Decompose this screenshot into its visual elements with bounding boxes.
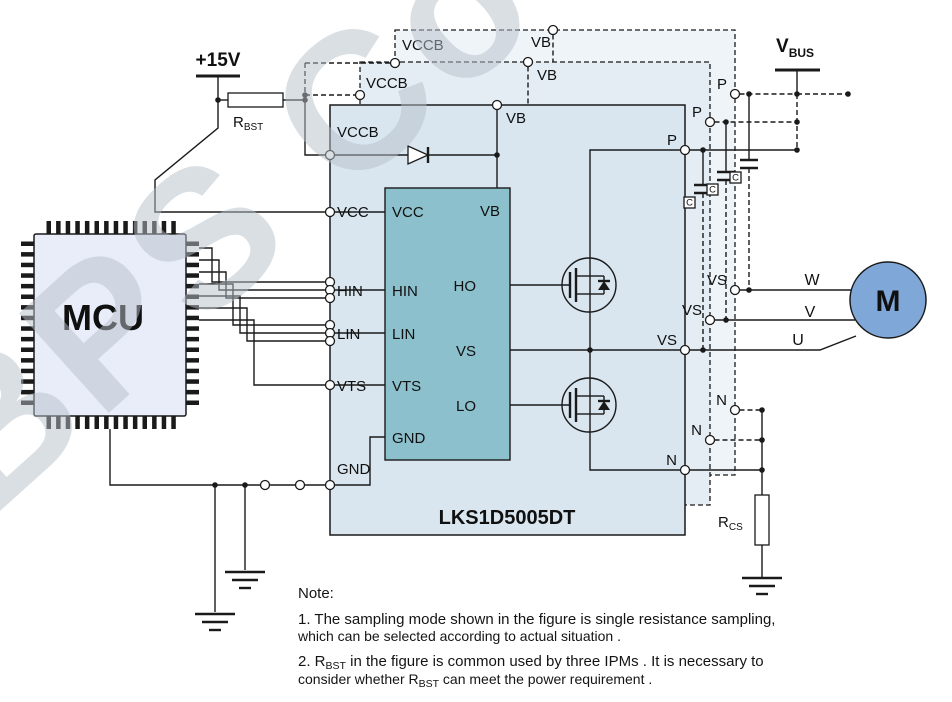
phase-label-w: W [804, 272, 820, 289]
rcs-resistor: RCS [718, 494, 770, 546]
pin-label-gnd-chip: GND [392, 430, 426, 447]
ground-symbol-rcs [742, 576, 782, 596]
pin-label-vs-front: VS [657, 332, 677, 349]
bootstrap-diode [407, 144, 430, 166]
gate-driver-chip [384, 187, 511, 461]
pin-label-vccb-front: VCCB [337, 124, 379, 141]
pin-label-vs-chip: VS [456, 343, 476, 360]
note-1-line-1: 1. The sampling mode shown in the figure… [298, 611, 775, 628]
high-side-mosfet [561, 257, 617, 313]
pin-terminals [259, 24, 741, 491]
junction-dots [212, 91, 851, 488]
pin-label-vccb-middle: VCCB [366, 75, 408, 92]
pin-label-lo: LO [456, 398, 476, 415]
pin-label-lin-block: LIN [337, 326, 360, 343]
cap-label: C [709, 185, 716, 196]
ground-symbol-left [195, 612, 235, 632]
pin-labels: VCCB VCCB VCCB VB VB VB VCC HIN LIN VTS … [337, 34, 727, 478]
pin-label-vcc-block: VCC [337, 204, 369, 221]
bootstrap-capacitor-outer: C [729, 158, 758, 184]
pin-label-vb-outer: VB [531, 34, 551, 51]
supply-vbus: VBUS [775, 36, 820, 72]
pin-label-vcc-chip: VCC [392, 204, 424, 221]
pin-label-vts-chip: VTS [392, 378, 421, 395]
mcu-chip: MCU [21, 221, 199, 429]
pin-label-vb-middle: VB [537, 67, 557, 84]
notes: Note: 1. The sampling mode shown in the … [297, 585, 775, 690]
supply-15v-label: +15V [196, 50, 241, 71]
part-number-label: LKS1D5005DT [439, 507, 576, 529]
cap-label: C [732, 173, 739, 184]
motor: M [849, 261, 927, 339]
note-2-line-2: consider whether RBST can meet the power… [298, 671, 652, 690]
rbst-label: RBST [233, 114, 263, 133]
rcs-label: RCS [718, 514, 743, 533]
mcu-signal-wires [199, 247, 326, 386]
note-1-line-2: which can be selected according to actua… [297, 628, 621, 644]
note-2-line-1: 2. RBST in the figure is common used by … [298, 653, 764, 672]
pin-label-gnd-block: GND [337, 461, 371, 478]
pin-label-n-front: N [666, 452, 677, 469]
mcu-pin-array [21, 221, 199, 429]
cap-label: C [686, 198, 693, 209]
phase-label-u: U [792, 332, 804, 349]
wires [109, 34, 857, 612]
phase-label-v: V [805, 304, 816, 321]
motor-body [849, 261, 927, 339]
pin-label-ho: HO [454, 278, 477, 295]
pin-label-n-middle: N [691, 422, 702, 439]
rbst-resistor: RBST [227, 92, 284, 133]
note-title: Note: [298, 585, 334, 602]
pin-label-p-outer: P [717, 76, 727, 93]
pin-label-vb-chip: VB [480, 203, 500, 220]
pin-label-vccb-outer: VCCB [402, 37, 444, 54]
motor-label: M [876, 285, 901, 318]
pin-label-n-outer: N [716, 392, 727, 409]
pin-label-hin-block: HIN [337, 283, 363, 300]
low-side-mosfet [561, 377, 617, 433]
pin-label-lin-chip: LIN [392, 326, 415, 343]
pin-label-hin-chip: HIN [392, 283, 418, 300]
supply-15v: +15V [196, 50, 241, 78]
mcu-label: MCU [62, 297, 144, 338]
pin-label-vb-front: VB [506, 110, 526, 127]
pin-label-vts-block: VTS [337, 378, 366, 395]
ground-symbol-mid [225, 570, 265, 590]
pin-label-vs-outer: VS [707, 272, 727, 289]
vbus-label: VBUS [776, 36, 814, 60]
pin-label-p-middle: P [692, 104, 702, 121]
pin-label-vs-middle: VS [682, 302, 702, 319]
mcu-body [33, 233, 187, 417]
pin-label-p-front: P [667, 132, 677, 149]
